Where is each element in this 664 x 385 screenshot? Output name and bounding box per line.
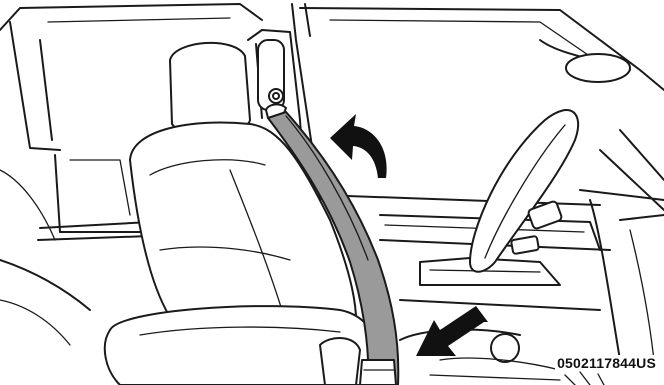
mirror (566, 54, 630, 82)
figure-code: 0502117844US (555, 355, 658, 371)
steering-area (470, 40, 664, 370)
curved-arrow-icon (330, 114, 387, 178)
headrest (170, 43, 250, 133)
pointing-arrow-icon (416, 306, 488, 356)
belt-latch (360, 360, 396, 385)
